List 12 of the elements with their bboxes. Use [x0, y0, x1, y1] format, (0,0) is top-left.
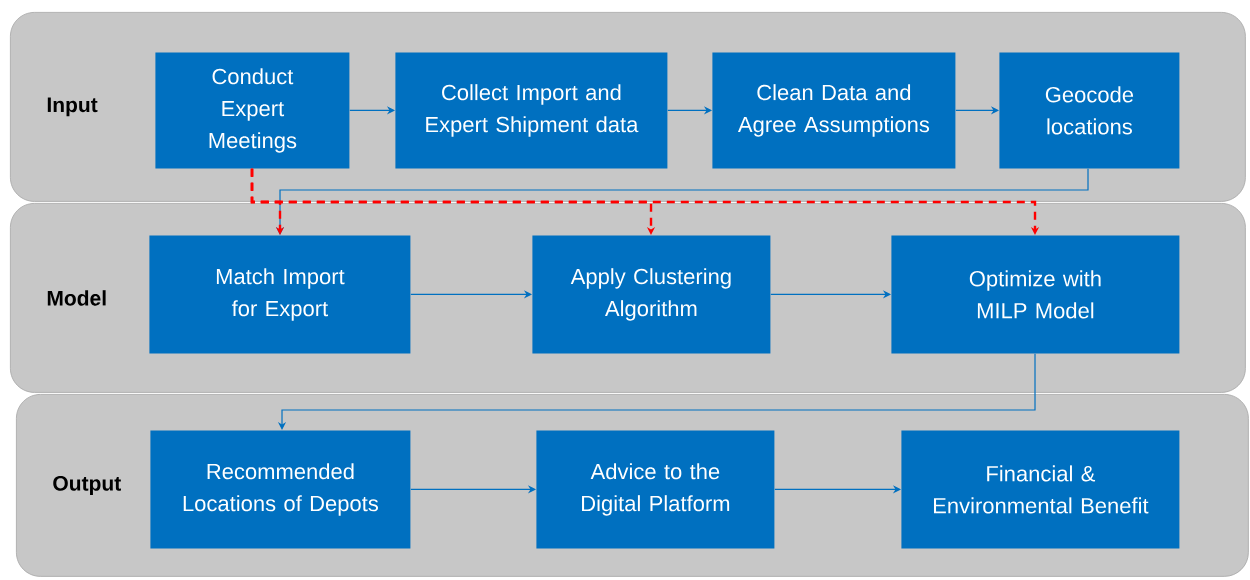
process-box: Collect Import and Expert Shipment data — [395, 52, 668, 169]
process-box: Geocode locations — [999, 52, 1180, 169]
process-box: Match Import for Export — [149, 235, 411, 354]
process-box: Apply Clustering Algorithm — [532, 235, 771, 354]
process-box: Clean Data and Agree Assumptions — [712, 52, 956, 169]
node-label: Model — [47, 290, 106, 306]
process-box: Advice to the Digital Platform — [536, 430, 775, 549]
process-box: Recommended Locations of Depots — [150, 430, 411, 549]
process-box: Financial & Environmental Benefit — [901, 430, 1180, 549]
process-box: Optimize with MILP Model — [891, 235, 1180, 354]
process-box: Conduct Expert Meetings — [155, 52, 350, 169]
node-label: Input — [47, 97, 98, 117]
